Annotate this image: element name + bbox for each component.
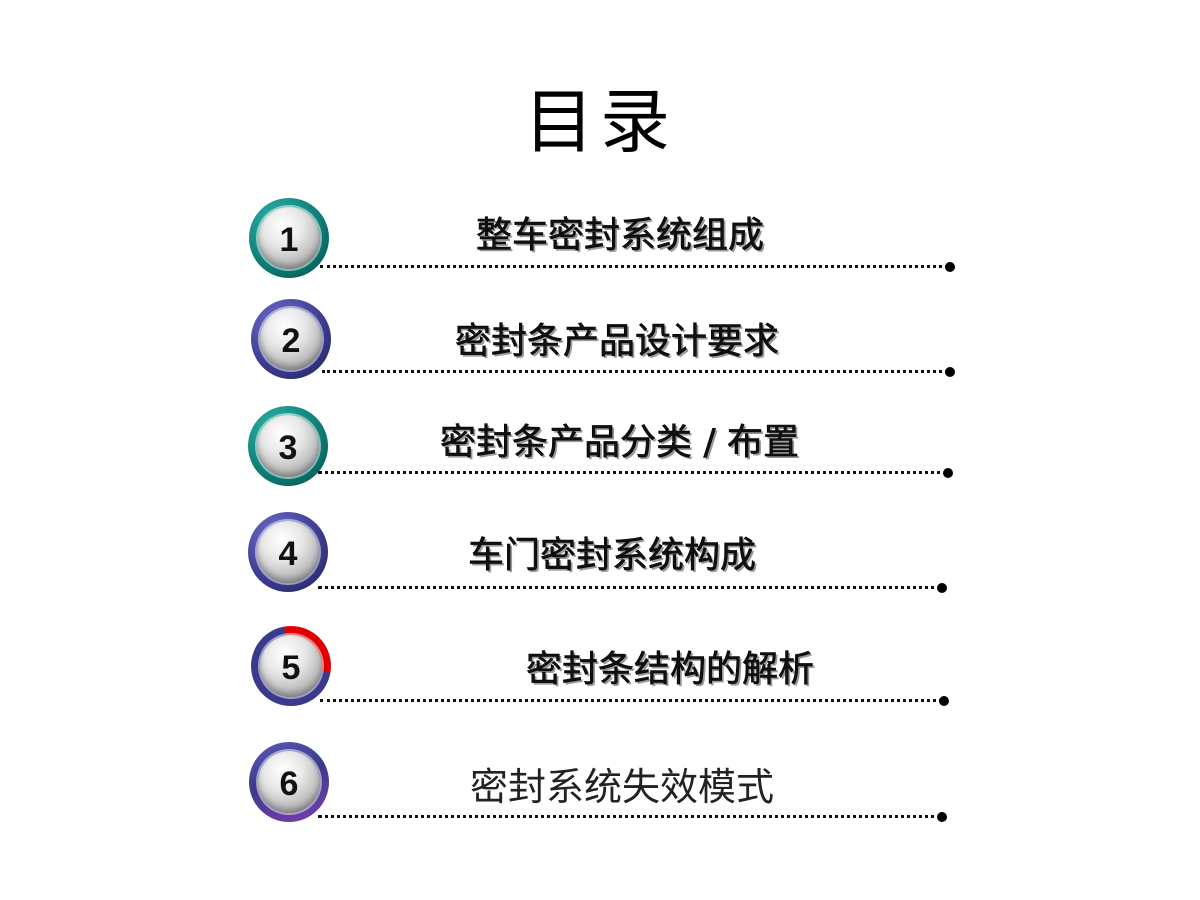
dotted-leader-3 <box>318 471 948 474</box>
leader-end-dot-6 <box>937 812 947 822</box>
dotted-leader-2 <box>322 370 948 373</box>
toc-item-label-4[interactable]: 车门密封系统构成 <box>468 535 757 577</box>
number-badge-1: 1 <box>249 198 329 278</box>
leader-end-dot-2 <box>945 367 955 377</box>
leader-end-dot-4 <box>937 583 947 593</box>
leader-end-dot-3 <box>943 468 953 478</box>
number-badge-3: 3 <box>248 406 328 486</box>
toc-item-label-2[interactable]: 密封条产品设计要求 <box>455 321 780 363</box>
toc-item-label-3[interactable]: 密封条产品分类 / 布置 <box>440 422 800 464</box>
number-badge-6: 6 <box>249 742 329 822</box>
leader-end-dot-5 <box>939 696 949 706</box>
number-badge-4: 4 <box>248 512 328 592</box>
dotted-leader-1 <box>320 265 948 268</box>
dotted-leader-5 <box>320 699 942 702</box>
number-badge-5: 5 <box>251 626 331 706</box>
toc-item-label-1[interactable]: 整车密封系统组成 <box>476 215 765 257</box>
toc-item-label-5[interactable]: 密封条结构的解析 <box>526 649 815 691</box>
leader-end-dot-1 <box>945 262 955 272</box>
page-title: 目录 <box>524 81 676 163</box>
toc-item-label-6[interactable]: 密封系统失效模式 <box>470 765 775 809</box>
number-badge-2: 2 <box>251 299 331 379</box>
dotted-leader-4 <box>318 586 942 589</box>
dotted-leader-6 <box>318 815 942 818</box>
